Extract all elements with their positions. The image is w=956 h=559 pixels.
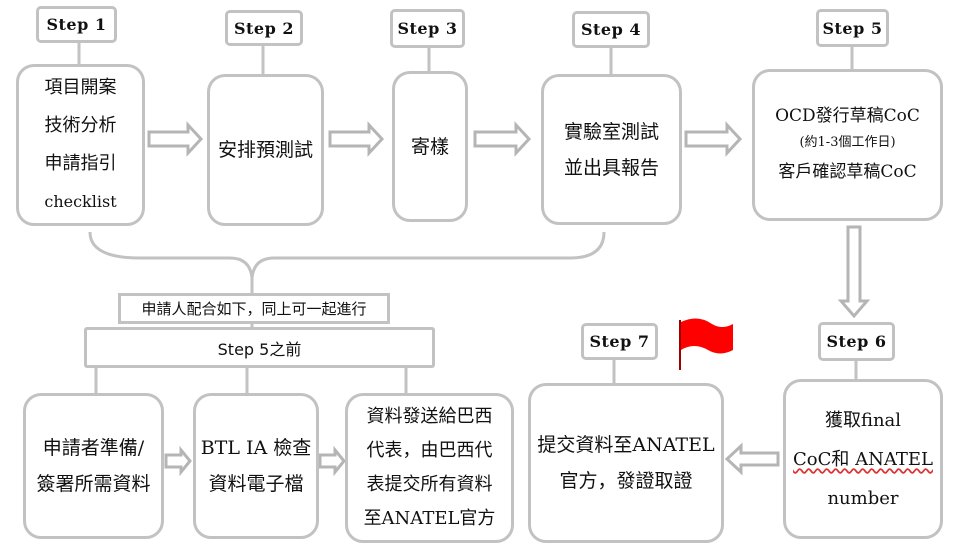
arrow-down (837, 225, 871, 319)
box1-line1: 項目開案 (44, 77, 117, 98)
applicant-note: 申請人配合如下，同上可一起進行 (118, 293, 390, 324)
rep-line2: 代表，由巴西代 (366, 440, 493, 461)
draft-coc-box: OCD發行草稿CoC (約1-3個工作日) 客戶確認草稿CoC (752, 69, 943, 221)
prep-line2: 簽署所需資料 (36, 473, 151, 495)
final-line3: number (827, 487, 899, 509)
send-to-rep-box: 資料發送給巴西 代表，由巴西代 表提交所有資料 至ANATEL官方 (345, 393, 514, 543)
step-3-label: Step 3 (390, 9, 465, 48)
btl-check-box: BTL IA 檢查 資料電子檔 (193, 393, 319, 539)
submit-line2: 官方，發證取證 (559, 470, 693, 492)
submit-line1: 提交資料至ANATEL (537, 434, 715, 456)
step-5-label: Step 5 (816, 9, 889, 47)
arrow-right-1 (147, 121, 204, 157)
final-line1: 獲取final (824, 409, 902, 431)
rep-line1: 資料發送給巴西 (366, 406, 493, 427)
check-line1: BTL IA 檢查 (200, 437, 312, 459)
before-step5-note: Step 5之前 (84, 327, 435, 368)
box2-line1: 安排預測試 (217, 139, 313, 161)
red-flag-icon (679, 318, 733, 370)
box1-line2: 技術分析 (44, 115, 117, 136)
project-start-box: 項目開案 技術分析 申請指引 checklist (16, 64, 145, 226)
submit-anatel-box: 提交資料至ANATEL 官方，發證取證 (528, 383, 724, 543)
box3-line1: 寄樣 (410, 135, 449, 158)
step-2-label: Step 2 (225, 10, 303, 46)
prepare-docs-box: 申請者準備/ 簽署所需資料 (23, 393, 164, 539)
final-line2: CoC和 ANATEL (793, 448, 933, 470)
box4-line1: 實驗室測試 (563, 120, 659, 143)
box1-line4: checklist (44, 192, 117, 211)
box5-line2: (約1-3個工作日) (799, 135, 896, 150)
lab-test-box: 實驗室測試 並出具報告 (541, 74, 682, 225)
box5-line1: OCD發行草稿CoC (775, 106, 920, 126)
box5-line3: 客戶確認草稿CoC (778, 162, 917, 182)
rep-line4: 至ANATEL官方 (363, 508, 496, 529)
arrow-right-3 (473, 121, 532, 157)
arrow-right-2 (328, 121, 385, 157)
box4-line2: 並出具報告 (563, 156, 659, 179)
step-4-label: Step 4 (572, 11, 650, 48)
prep-line1: 申請者準備/ (42, 437, 145, 459)
step-6-label: Step 6 (818, 322, 895, 361)
arrow-right-small-1 (164, 445, 192, 477)
box1-line3: 申請指引 (44, 153, 117, 174)
pretest-box: 安排預測試 (207, 74, 324, 226)
final-coc-box: 獲取final CoC和 ANATEL number (783, 379, 943, 539)
arrow-left (724, 442, 780, 476)
send-sample-box: 寄樣 (392, 71, 468, 222)
rep-line3: 表提交所有資料 (366, 474, 493, 495)
arrow-right-4 (684, 121, 743, 157)
step-7-label: Step 7 (581, 323, 658, 360)
step-1-label: Step 1 (36, 6, 117, 43)
arrow-right-small-2 (318, 445, 346, 477)
check-line2: 資料電子檔 (208, 473, 304, 495)
